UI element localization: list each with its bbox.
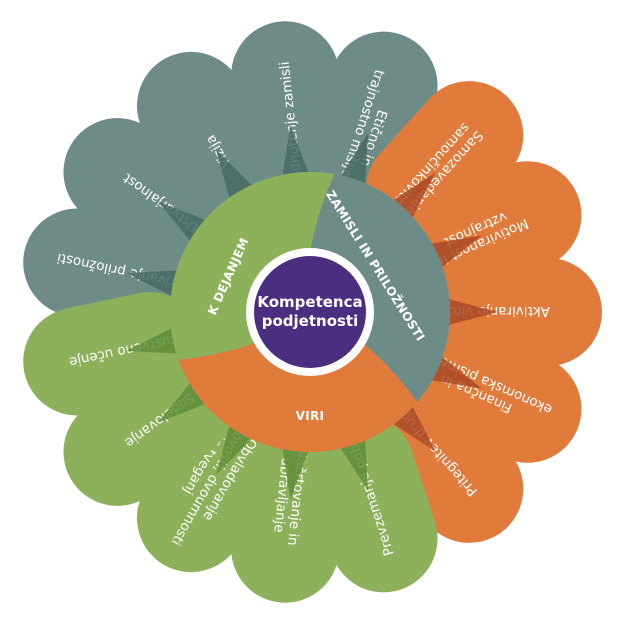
ring-segment-ideas (307, 174, 450, 402)
area-label-resources: VIRI (296, 409, 325, 423)
petal-shadow (126, 326, 182, 354)
petal-shadow (444, 297, 498, 327)
center-title-line-2: podjetnosti (262, 312, 359, 330)
petal-shadow (281, 444, 310, 499)
petal-shadow (426, 353, 482, 389)
petal-shadow (426, 235, 482, 271)
center-circle (254, 256, 366, 368)
petal: Izkustveno učenje (23, 292, 204, 416)
center-title-line-1: Kompetenca (257, 293, 362, 311)
petal-shadow (338, 133, 369, 189)
center-hub: Kompetenca podjetnosti (246, 248, 374, 376)
petal-shape (23, 292, 204, 416)
petal-shadow (281, 125, 310, 180)
petal-shadow (338, 435, 369, 491)
petal-shadow (126, 270, 182, 298)
